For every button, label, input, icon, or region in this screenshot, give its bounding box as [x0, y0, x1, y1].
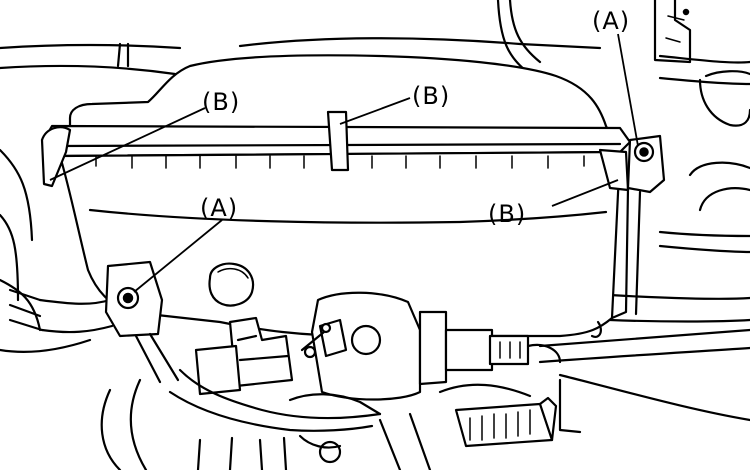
callout-a-middle-left: (A) [200, 194, 238, 222]
leader-b-top-center [339, 97, 411, 125]
callout-labels: (A) (B) (B) (A) (B) [200, 7, 630, 228]
right-bolt-bracket [610, 134, 666, 320]
callout-a-top-right: (A) [592, 7, 630, 35]
leader-lines [49, 33, 639, 293]
lower-intake-parts [100, 316, 602, 470]
callout-b-top-left: (B) [202, 88, 240, 116]
throttle-body [300, 291, 562, 401]
leader-b-right [551, 179, 619, 207]
callout-b-top-center: (B) [412, 82, 450, 110]
flange-ticks [95, 155, 585, 169]
top-right-bracket [653, 0, 750, 127]
leader-a-top-right [617, 33, 639, 147]
air-cleaner-case [40, 54, 632, 338]
background-hoses [0, 0, 750, 422]
leader-b-top-left [49, 107, 206, 181]
leader-a-middle-left [133, 219, 223, 293]
callout-b-right: (B) [488, 200, 526, 228]
